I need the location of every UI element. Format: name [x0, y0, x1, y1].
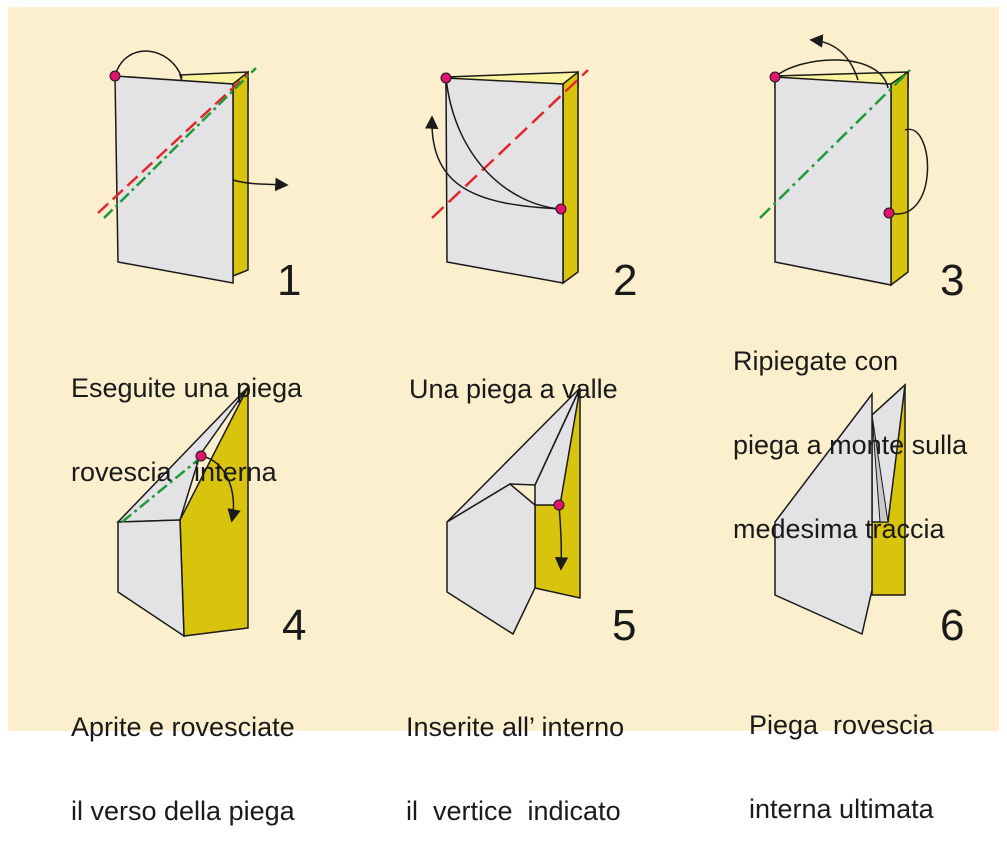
fold-arrow [554, 504, 569, 571]
inner-strip [871, 414, 889, 523]
fold-arrow [809, 34, 859, 81]
mountain-fold-line [103, 67, 257, 219]
front-sheet [114, 75, 234, 284]
caption-line: medesima traccia [733, 514, 945, 544]
reference-point [109, 70, 121, 82]
caption-line: rovescia interna [71, 457, 277, 487]
caption-line: Aprite e rovesciate [71, 712, 295, 742]
reference-point [440, 72, 452, 84]
step-number: 6 [940, 601, 965, 650]
valley-fold-line [431, 69, 589, 219]
caption-line: piega a monte sulla [733, 430, 968, 460]
back-flap [232, 70, 249, 278]
caption-line: Piega rovescia [749, 710, 934, 740]
mountain-fold-line [121, 454, 205, 523]
reference-point [883, 207, 895, 219]
reference-point [769, 71, 781, 83]
step-caption: Ripiegate con piega a monte sulla medesi… [733, 291, 967, 571]
pull-arrow [232, 177, 289, 192]
fold-arc [774, 59, 889, 89]
step-6-figure [774, 383, 906, 636]
open-flap [117, 519, 185, 638]
step-2-figure [424, 69, 589, 285]
back-flap [890, 70, 909, 287]
fold-arrow [114, 50, 183, 79]
open-flap [446, 483, 536, 636]
front-sheet [774, 76, 892, 286]
back-arc [888, 128, 929, 215]
front-sheet [445, 77, 564, 284]
step-number: 2 [613, 256, 638, 305]
caption-line: il vertice indicato [406, 796, 621, 826]
step-4-figure [116, 386, 249, 638]
caption-line: interna ultimata [749, 794, 934, 824]
caption-line: Eseguite una piega [71, 373, 303, 403]
reference-point [195, 450, 207, 462]
step-number: 5 [612, 601, 637, 650]
step-caption: Inserite all’ interno il vertice indicat… [406, 657, 624, 853]
step-number: 4 [282, 601, 307, 650]
origami-diagram [97, 34, 929, 638]
mountain-fold-line [759, 69, 911, 219]
fold-arrow [200, 455, 241, 523]
back-flap [562, 70, 579, 285]
step-3-figure [759, 34, 929, 287]
valley-fold-line [97, 73, 249, 214]
step-5-figure [446, 387, 581, 636]
step-caption: Eseguite una piega rovescia interna [71, 318, 302, 514]
fold-arc [445, 77, 562, 210]
fold-arrow [424, 115, 562, 210]
step-number: 3 [940, 256, 965, 305]
front-sheet [774, 391, 873, 636]
step-caption: Aprite e rovesciate il verso della piega [71, 657, 295, 853]
caption-line: il verso della piega [71, 796, 295, 826]
step-number: 1 [277, 256, 302, 305]
step-caption: Piega rovescia interna ultimata [749, 655, 934, 851]
step-1-figure [97, 50, 289, 284]
reference-point [555, 203, 567, 215]
caption-line: Ripiegate con [733, 346, 899, 376]
step-caption: Una piega a valle [409, 319, 618, 431]
caption-line: Inserite all’ interno [406, 712, 625, 742]
reference-point [553, 499, 565, 511]
caption-line: Una piega a valle [409, 374, 618, 404]
